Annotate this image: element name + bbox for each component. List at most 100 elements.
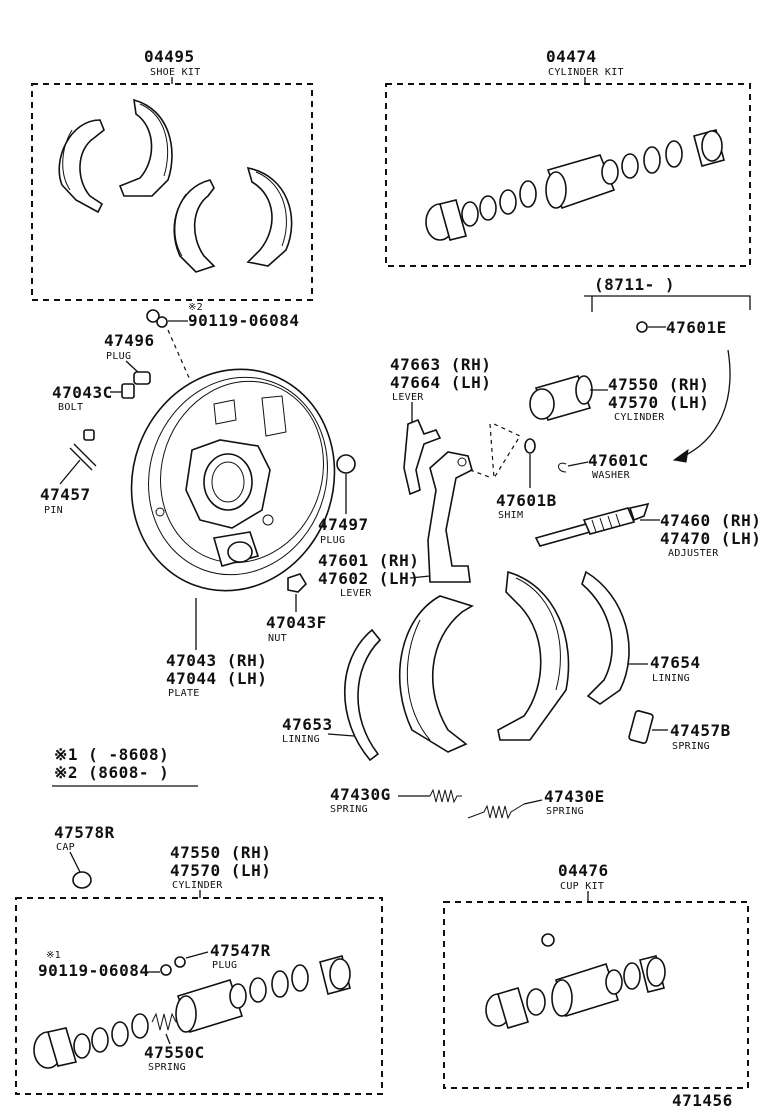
part-47043-number-lh: 47044 (LH) [166, 669, 267, 688]
part-47547R-name: PLUG [212, 960, 237, 971]
part-47497-number: 47497 [318, 515, 369, 534]
part-47653-name: LINING [282, 734, 320, 745]
part-47547R-number: 47547R [210, 941, 271, 960]
part-47043C-number: 47043C [52, 383, 113, 402]
cylinder-kit-number: 04474 [546, 47, 597, 66]
cup-kit-box [443, 901, 749, 1089]
part-47550-top-name: CYLINDER [614, 412, 665, 423]
bolt-47043C [121, 383, 135, 399]
plug-47496 [133, 371, 151, 385]
spring-47457B [628, 710, 654, 744]
spring-47430G [429, 788, 462, 804]
part-47653-number: 47653 [282, 715, 333, 734]
cup-kit-number: 04476 [558, 861, 609, 880]
part-47043-name: PLATE [168, 688, 200, 699]
part-47457-name: PIN [44, 505, 63, 516]
washer-47601C [558, 462, 567, 473]
part-47043C-name: BOLT [58, 402, 83, 413]
part-47601E-number: 47601E [666, 318, 727, 337]
spring-47430E [467, 803, 525, 820]
part-47601-number-lh: 47602 (LH) [318, 569, 419, 588]
part-47496-name: PLUG [106, 351, 131, 362]
part-47550-bottom-number-rh: 47550 (RH) [170, 843, 271, 862]
cup-kit-name: CUP KIT [560, 881, 604, 892]
part-47430E-name: SPRING [546, 806, 584, 817]
brake-shoe-right [497, 570, 570, 741]
cylinder-kit-parts [425, 129, 725, 241]
lever-47601 [427, 451, 473, 583]
part-47550C-name: SPRING [148, 1062, 186, 1073]
part-47654-name: LINING [652, 673, 690, 684]
brake-shoe-left [399, 595, 474, 753]
cylinder-kit-name: CYLINDER KIT [548, 67, 624, 78]
part-47043F-name: NUT [268, 633, 287, 644]
part-47430G-number: 47430G [330, 785, 391, 804]
part-47497-name: PLUG [320, 535, 345, 546]
part-47601B-number: 47601B [496, 491, 557, 510]
part-47601C-name: WASHER [592, 470, 631, 481]
shim-47601B [524, 438, 536, 454]
diagram-id: 471456 [672, 1091, 733, 1110]
part-47663-number-lh: 47664 (LH) [390, 373, 491, 392]
lining-47653 [344, 628, 382, 762]
adjuster-47460 [534, 502, 650, 547]
part-47460-number-lh: 47470 (LH) [660, 529, 760, 548]
cylinder-kit-group: 04474 CYLINDER KIT [385, 47, 751, 267]
part-47430G-name: SPRING [330, 804, 368, 815]
shoe-kit-number: 04495 [144, 47, 195, 66]
part-47550-top-number-rh: 47550 (RH) [608, 375, 709, 394]
cylinder-bottom-parts [33, 955, 351, 1069]
pin-47457 [69, 429, 97, 471]
part-47601E: 47601E [636, 318, 727, 337]
brake-shoe-3 [173, 179, 216, 273]
part-47550-bottom-number-lh: 47570 (LH) [170, 861, 271, 880]
nut-47043F [287, 573, 308, 593]
brake-shoe-2 [118, 98, 173, 197]
part-47457-number: 47457 [40, 485, 91, 504]
brake-shoe-1 [58, 119, 105, 214]
part-90119-bottom-number: 90119-06084 [38, 961, 149, 980]
note-1: ※1 ( -8608) [54, 745, 169, 764]
part-47457B-name: SPRING [672, 741, 710, 752]
shoe-kit-group: 04495 SHOE KIT [31, 47, 313, 301]
part-90119-top-number: 90119-06084 [188, 311, 299, 330]
part-47460-number-rh: 47460 (RH) [660, 511, 760, 530]
part-47578R-name: CAP [56, 842, 75, 853]
part-90119-top-mark: ※2 [188, 302, 203, 313]
part-47601-name: LEVER [340, 588, 372, 599]
part-47578R-number: 47578R [54, 823, 115, 842]
cap-47578R [72, 871, 92, 889]
part-90119-bottom-mark: ※1 [46, 950, 61, 961]
lever-47663 [403, 418, 442, 496]
part-47043F-number: 47043F [266, 613, 327, 632]
note-2: ※2 (8608- ) [54, 763, 169, 782]
plug-47497 [336, 454, 356, 474]
part-47663-number-rh: 47663 (RH) [390, 355, 491, 374]
part-47430E-number: 47430E [544, 787, 605, 806]
part-47654-number: 47654 [650, 653, 701, 672]
backing-plate [130, 368, 336, 592]
part-47496-number: 47496 [104, 331, 155, 350]
assembly-arrow [679, 349, 731, 459]
part-47550C-number: 47550C [144, 1043, 205, 1062]
part-47550-top-number-lh: 47570 (LH) [608, 393, 709, 412]
part-90119-top: ※2 90119-06084 [146, 302, 299, 330]
part-47601-number-rh: 47601 (RH) [318, 551, 419, 570]
cup-kit-parts [485, 933, 666, 1029]
part-47550-bottom-name: CYLINDER [172, 880, 223, 891]
date-range-label: (8711- ) [594, 275, 675, 294]
lining-47654 [581, 570, 630, 705]
part-47457B-number: 47457B [670, 721, 731, 740]
cylinder-box-bottom [15, 897, 383, 1095]
part-47663-name: LEVER [392, 392, 424, 403]
wheel-cylinder-top [529, 375, 593, 421]
part-47043-number-rh: 47043 (RH) [166, 651, 267, 670]
part-47601B-name: SHIM [498, 510, 523, 521]
cylinder-kit-box [385, 83, 751, 267]
part-47460-name: ADJUSTER [668, 548, 719, 559]
shoe-kit-name: SHOE KIT [150, 67, 201, 78]
part-47601C-number: 47601C [588, 451, 649, 470]
shoe-kit-box [31, 83, 313, 301]
brake-shoe-4 [246, 166, 293, 267]
